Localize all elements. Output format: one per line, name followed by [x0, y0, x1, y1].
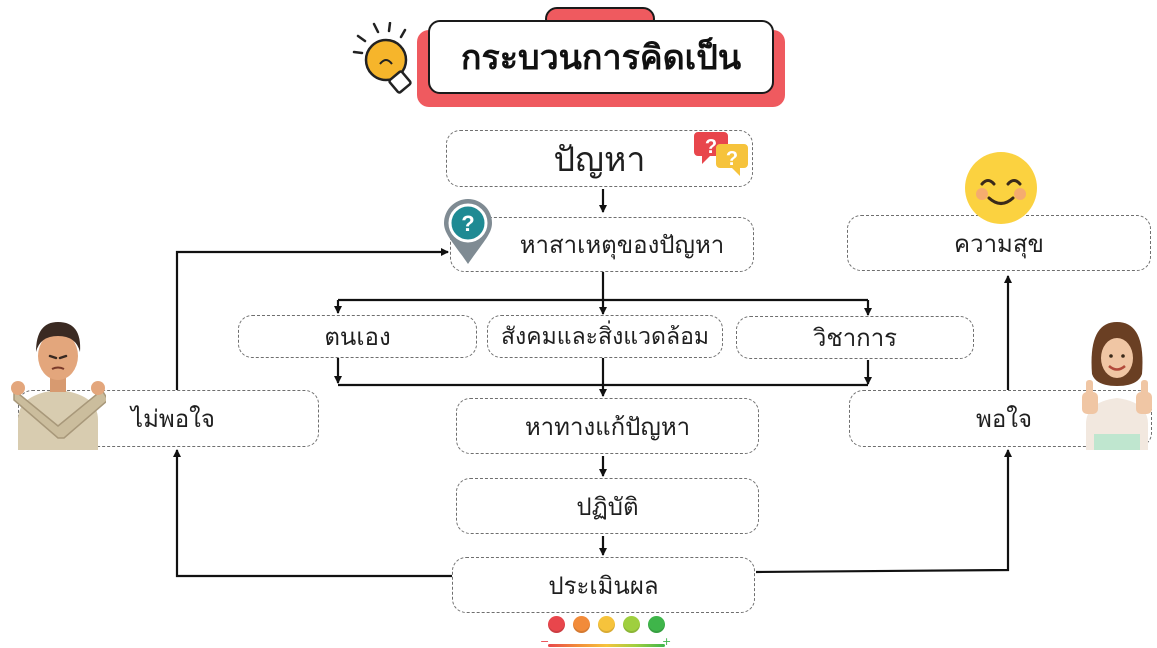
node-evaluate: ประเมินผล: [452, 557, 755, 613]
rating-min-label: −: [540, 635, 550, 648]
rating-scale: [548, 616, 665, 633]
svg-text:?: ?: [726, 148, 738, 170]
arrow-evaluate-to-satisfied: [755, 449, 1012, 574]
arrow-evaluate-to-dissatisfied: [173, 449, 452, 578]
node-find-cause: หาสาเหตุของปัญหา: [450, 217, 754, 272]
rating-face-good: [623, 616, 640, 633]
question-pin-icon: ?: [444, 199, 492, 264]
arrow-dissatisfied-to-cause: [175, 248, 449, 390]
person-thumbs-up-icon: [1082, 322, 1152, 450]
rating-face-very-bad: [548, 616, 565, 633]
node-academic: วิชาการ: [736, 316, 974, 359]
node-happiness: ความสุข: [847, 215, 1151, 271]
rating-face-neutral: [598, 616, 615, 633]
rating-gradient-bar: [548, 644, 665, 647]
person-crossed-arms-icon: [11, 322, 106, 450]
question-bubbles-icon: ? ?: [694, 132, 748, 176]
smiling-face-icon: [965, 152, 1037, 224]
page-title: กระบวนการคิดเป็น: [428, 20, 774, 94]
rating-face-bad: [573, 616, 590, 633]
node-practice: ปฏิบัติ: [456, 478, 759, 534]
svg-text:?: ?: [461, 211, 474, 236]
svg-text:?: ?: [705, 136, 717, 158]
rating-max-label: +: [662, 635, 672, 648]
lightbulb-icon: [352, 22, 412, 94]
node-self: ตนเอง: [238, 315, 477, 358]
node-society-environment: สังคมและสิ่งแวดล้อม: [487, 315, 723, 358]
rating-face-very-good: [648, 616, 665, 633]
node-find-solution: หาทางแก้ปัญหา: [456, 398, 759, 454]
